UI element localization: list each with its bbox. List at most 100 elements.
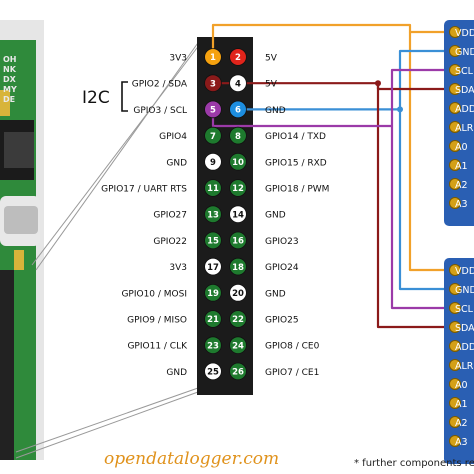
pin-label-left: GPIO10 / MOSI xyxy=(121,289,187,299)
pin-label-right: GPIO18 / PWM xyxy=(265,185,329,195)
header-pin-number: 19 xyxy=(207,289,219,299)
wire-3v3-module2 xyxy=(408,32,455,272)
module-pin-label: A0 xyxy=(455,380,468,391)
module-pin-label: A0 xyxy=(455,142,468,153)
module-pin-label: A1 xyxy=(455,399,468,410)
header-pin xyxy=(204,336,222,355)
sensor-modules: VDDGNDSCLSDAADDRALRA0A1A2A3VDDGNDSCLSDAA… xyxy=(444,20,474,464)
header-pin-number: 7 xyxy=(210,132,216,142)
module-pad xyxy=(449,26,461,38)
pin-label-right: GND xyxy=(265,106,286,116)
jumper-wires xyxy=(211,23,455,329)
pin-label-right: GPIO24 xyxy=(265,263,299,273)
wire-gnd xyxy=(238,49,455,111)
header-pin-number: 15 xyxy=(207,237,219,247)
module-pin-label: ALR xyxy=(455,123,474,134)
pin-label-right: 5V xyxy=(265,80,278,90)
module-pin-label: ALR xyxy=(455,361,474,372)
module-pin-label: VDD xyxy=(455,28,474,39)
header-guide-lines xyxy=(15,39,201,459)
header-pin xyxy=(204,310,222,328)
module-pin-label: A3 xyxy=(455,437,468,448)
header-pin-number: 18 xyxy=(232,263,244,273)
header-pin-number: 1 xyxy=(210,53,216,63)
pin-label-right: GPIO8 / CE0 xyxy=(265,342,320,352)
pin-label-left: GPIO22 xyxy=(153,237,187,247)
module-pad xyxy=(449,283,461,295)
header-pin-number: 6 xyxy=(235,106,241,116)
i2c-bracket xyxy=(121,81,128,112)
module-pin-label: SDA xyxy=(455,323,474,334)
pin-label-left: GPIO11 / CLK xyxy=(127,342,188,352)
pin-label-left: 3V3 xyxy=(169,263,187,273)
pin-label-left: 3V3 xyxy=(169,54,187,64)
module-pad xyxy=(449,197,461,209)
silkscreen-text: OH xyxy=(3,55,17,64)
module-pin-label: A3 xyxy=(455,199,468,210)
header-pin-number: 11 xyxy=(207,184,219,194)
pin-label-right: 5V xyxy=(265,54,278,64)
header-pin-number: 3 xyxy=(210,79,216,89)
pin-label-right: GPIO7 / CE1 xyxy=(265,368,319,378)
module-pad xyxy=(449,64,461,76)
module-pad xyxy=(449,140,461,152)
header-pin xyxy=(229,48,247,66)
module-pad xyxy=(449,435,461,447)
header-pin xyxy=(204,257,222,276)
header-pin xyxy=(204,153,222,171)
pin-label-right: GND xyxy=(265,211,286,221)
header-pin-number: 23 xyxy=(207,341,219,351)
module-pin-label: ADDR xyxy=(455,104,474,115)
header-pin-number: 26 xyxy=(232,368,244,378)
module-pad xyxy=(449,397,461,409)
header-pin xyxy=(229,310,247,328)
header-pin xyxy=(204,205,222,224)
module-pad xyxy=(449,416,461,428)
header-pin xyxy=(229,74,247,92)
pin-label-left: GPIO3 / SCL xyxy=(133,106,187,116)
module-pin-label: ADDR xyxy=(455,342,474,353)
header-pin xyxy=(229,153,247,171)
header-pin xyxy=(204,283,222,302)
header-pin-number: 16 xyxy=(232,237,244,247)
header-pin-number: 22 xyxy=(232,315,244,325)
header-pin-number: 14 xyxy=(232,210,244,220)
header-pin-number: 25 xyxy=(207,368,219,378)
wire-3v3 xyxy=(211,23,455,57)
module-pad xyxy=(449,159,461,171)
header-pin-number: 5 xyxy=(210,106,216,116)
module-pad xyxy=(449,121,461,133)
header-pin xyxy=(229,179,247,197)
pin-label-right: GPIO25 xyxy=(265,316,299,326)
header-pin xyxy=(229,336,247,355)
header-pin-number: 4 xyxy=(235,79,241,89)
pin-label-right: GPIO15 / RXD xyxy=(265,158,327,168)
header-pin xyxy=(204,126,222,145)
header-pin xyxy=(204,74,222,92)
module-pad xyxy=(449,102,461,114)
header-pin xyxy=(229,362,247,381)
header-pin-number: 24 xyxy=(232,341,244,351)
header-pin-number: 12 xyxy=(232,184,244,194)
module-pad xyxy=(449,359,461,371)
module-pin-label: GND xyxy=(455,285,474,296)
silkscreen-text: MY xyxy=(3,85,17,94)
module-pad xyxy=(449,264,461,276)
header-pin-number: 20 xyxy=(232,289,244,299)
module-pad xyxy=(449,378,461,390)
wire-gnd-module2 xyxy=(398,109,455,291)
silkscreen-text: DX xyxy=(3,75,17,84)
header-pin-number: 21 xyxy=(207,315,219,325)
pin-label-left: GPIO27 xyxy=(153,211,187,221)
module-pin-label: A2 xyxy=(455,180,468,191)
header-pin-number: 8 xyxy=(235,132,241,142)
module-pin-label: VDD xyxy=(455,266,474,277)
pin-label-right: GPIO23 xyxy=(265,237,299,247)
header-pin xyxy=(229,100,247,119)
wire-scl-module2 xyxy=(390,126,455,310)
header-pin xyxy=(229,126,247,145)
header-pin xyxy=(229,205,247,224)
header-pin xyxy=(204,362,222,381)
